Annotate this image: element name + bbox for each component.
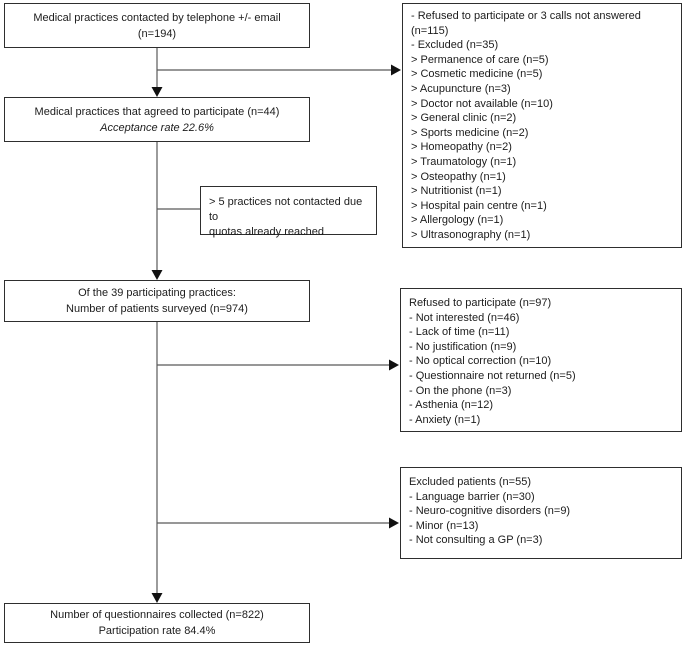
refused-line: - No justification (n=9)	[409, 340, 517, 353]
exclusion-line: > Cosmetic medicine (n=5)	[411, 68, 543, 81]
refused-line: - Not interested (n=46)	[409, 311, 520, 324]
excluded-line: - Neuro-cognitive disorders (n=9)	[409, 505, 571, 518]
excluded-line: - Language barrier (n=30)	[409, 490, 535, 503]
exclusion-line: > Acupuncture (n=3)	[411, 82, 511, 95]
exclusion-line: > Allergology (n=1)	[411, 214, 504, 227]
exclusion-line: > Doctor not available (n=10)	[411, 97, 553, 110]
excluded-line: - Minor (n=13)	[409, 519, 479, 532]
quota-note-line1: > 5 practices not contacted due to	[209, 196, 363, 223]
exclusion-line: > Hospital pain centre (n=1)	[411, 199, 547, 212]
arrowhead-down-collected	[151, 593, 163, 603]
box-questionnaires-collected-line1: Number of questionnaires collected (n=82…	[50, 609, 264, 621]
participation-rate: Participation rate 84.4%	[98, 625, 216, 637]
exclusion-line: - Refused to participate or 3 calls not …	[411, 10, 641, 22]
box-patients-surveyed-line1: Of the 39 participating practices:	[78, 287, 236, 299]
box-practices-agreed-line1: Medical practices that agreed to partici…	[34, 105, 280, 118]
arrowhead-down-surveyed	[151, 270, 163, 280]
box-patients-surveyed: Of the 39 participating practices: Numbe…	[4, 280, 310, 322]
box-practices-contacted-line1: Medical practices contacted by telephone…	[33, 11, 281, 24]
arrowhead-right-practice-exclusions	[391, 64, 401, 76]
exclusion-line: - Excluded (n=35)	[411, 39, 499, 52]
exclusion-line: > General clinic (n=2)	[411, 112, 517, 125]
box-practice-exclusions: - Refused to participate or 3 calls not …	[402, 3, 682, 248]
exclusion-line: > Osteopathy (n=1)	[411, 170, 506, 183]
refused-line: - Asthenia (n=12)	[409, 399, 494, 412]
quota-note-line2: quotas already reached	[209, 226, 324, 238]
refused-line: Refused to participate (n=97)	[409, 297, 552, 309]
exclusion-line: (n=115)	[411, 24, 449, 37]
box-patients-surveyed-line2: Number of patients surveyed (n=974)	[66, 303, 248, 315]
exclusion-line: > Sports medicine (n=2)	[411, 126, 529, 139]
arrowhead-right-refused-patients	[389, 359, 399, 371]
exclusion-line: > Ultrasonography (n=1)	[411, 228, 531, 241]
box-practices-contacted-line2: (n=194)	[137, 27, 177, 40]
box-questionnaires-collected: Number of questionnaires collected (n=82…	[4, 603, 310, 643]
exclusion-line: > Permanence of care (n=5)	[411, 53, 549, 66]
exclusion-line: > Nutritionist (n=1)	[411, 185, 502, 198]
refused-line: - No optical correction (n=10)	[409, 355, 552, 368]
box-quota-note: > 5 practices not contacted due to quota…	[200, 186, 377, 238]
refused-line: - Lack of time (n=11)	[409, 326, 510, 339]
exclusion-line: > Homeopathy (n=2)	[411, 141, 512, 154]
arrowhead-right-excluded-patients	[389, 517, 399, 529]
refused-line: - Anxiety (n=1)	[409, 413, 481, 426]
refused-line: - Questionnaire not returned (n=5)	[409, 369, 576, 382]
acceptance-rate: Acceptance rate 22.6%	[100, 121, 214, 134]
arrowhead-down-agreed	[151, 87, 163, 97]
box-practices-agreed: Medical practices that agreed to partici…	[4, 97, 310, 142]
excluded-line: Excluded patients (n=55)	[409, 476, 531, 488]
refused-line: - On the phone (n=3)	[409, 384, 512, 397]
box-refused-patients: Refused to participate (n=97) - Not inte…	[400, 288, 682, 432]
excluded-line: - Not consulting a GP (n=3)	[409, 534, 543, 547]
exclusion-line: > Traumatology (n=1)	[411, 155, 517, 168]
box-excluded-patients: Excluded patients (n=55) - Language barr…	[400, 467, 682, 559]
box-practices-contacted: Medical practices contacted by telephone…	[4, 3, 310, 48]
